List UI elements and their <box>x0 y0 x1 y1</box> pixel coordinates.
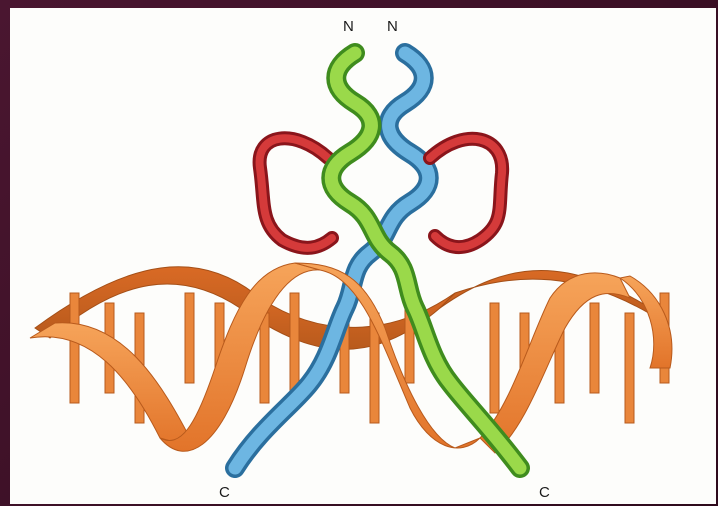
base-pair-rung <box>260 313 269 403</box>
n-terminus-label-left: N <box>343 18 354 35</box>
base-pair-rung <box>185 293 194 383</box>
c-terminus-label-left: C <box>219 484 230 501</box>
base-pair-rung <box>70 293 79 403</box>
loop-right <box>430 139 502 247</box>
loop-left <box>260 138 332 248</box>
n-terminus-label-right: N <box>387 18 398 35</box>
illustration-panel: N N C C <box>10 8 716 504</box>
base-pair-rung <box>590 303 599 393</box>
base-pair-rung <box>490 303 499 413</box>
base-pair-rung <box>625 313 634 423</box>
c-terminus-label-right: C <box>539 484 550 501</box>
dna-protein-illustration <box>10 8 716 504</box>
